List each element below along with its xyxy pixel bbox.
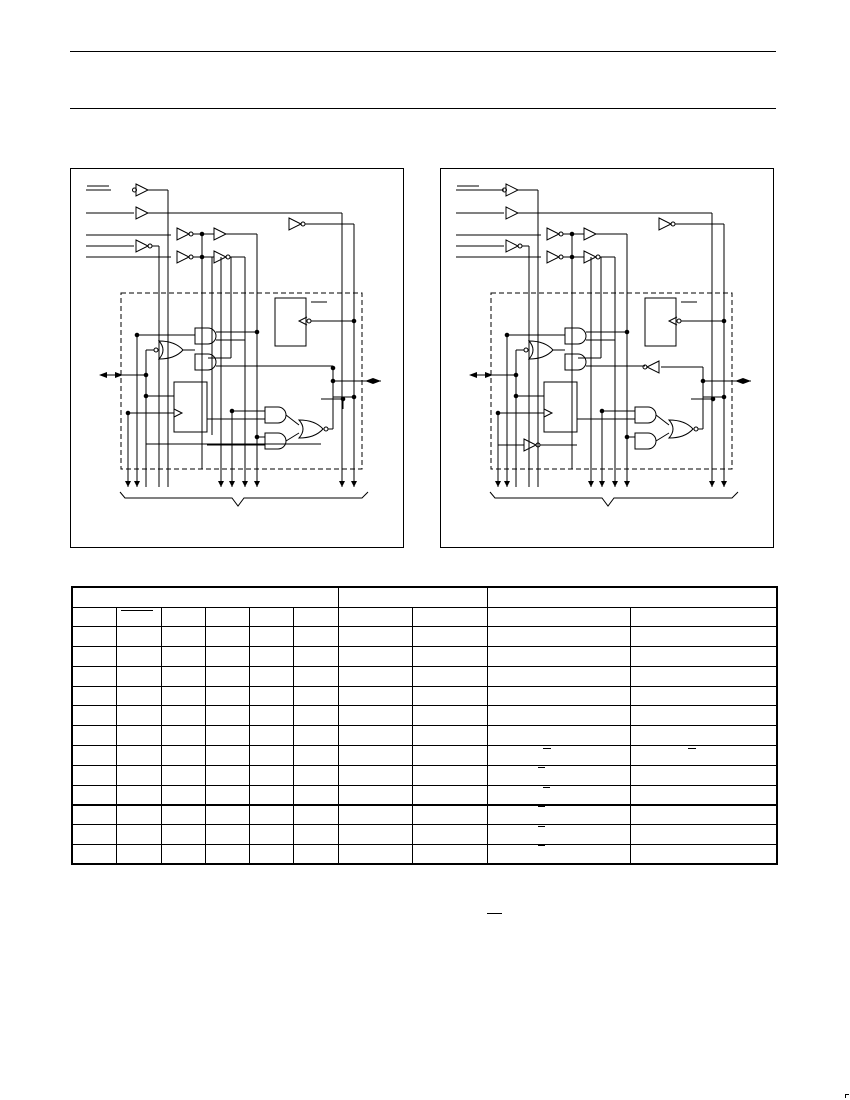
overbar-mark bbox=[543, 787, 550, 788]
table-row bbox=[71, 705, 778, 727]
table-header-row bbox=[71, 606, 778, 628]
overbar-mark bbox=[688, 748, 696, 749]
overbar-mark bbox=[543, 748, 551, 749]
overbar-mark bbox=[487, 913, 502, 914]
input-inverter bbox=[135, 239, 153, 253]
table-header-cell bbox=[337, 586, 488, 608]
header-bottom-rule bbox=[70, 108, 776, 109]
table-row bbox=[71, 665, 778, 687]
table-row bbox=[71, 803, 778, 826]
right-logic-diagram bbox=[440, 168, 774, 548]
table-row bbox=[71, 626, 778, 648]
overbar-mark bbox=[538, 845, 545, 846]
overbar-mark bbox=[121, 610, 153, 611]
input-inverter bbox=[132, 183, 150, 197]
table-header-cell bbox=[486, 586, 778, 608]
bus-arrows bbox=[125, 481, 357, 487]
header-top-rule bbox=[70, 51, 776, 52]
input-buffer bbox=[135, 206, 150, 220]
table-row bbox=[71, 764, 778, 786]
page-corner-mark bbox=[845, 1094, 849, 1098]
table-header-group-row bbox=[71, 586, 778, 608]
overbar-mark bbox=[538, 826, 545, 827]
table-row bbox=[71, 646, 778, 667]
table-row bbox=[71, 824, 778, 846]
truth-table bbox=[71, 586, 778, 866]
table-row bbox=[71, 725, 778, 747]
table-row bbox=[71, 844, 778, 865]
table-row bbox=[71, 745, 778, 766]
overbar-mark bbox=[538, 767, 545, 768]
table-row bbox=[71, 685, 778, 707]
overbar-mark bbox=[538, 806, 545, 807]
table-header-cell bbox=[71, 586, 339, 608]
table-row bbox=[71, 784, 778, 806]
left-logic-diagram bbox=[70, 168, 404, 548]
